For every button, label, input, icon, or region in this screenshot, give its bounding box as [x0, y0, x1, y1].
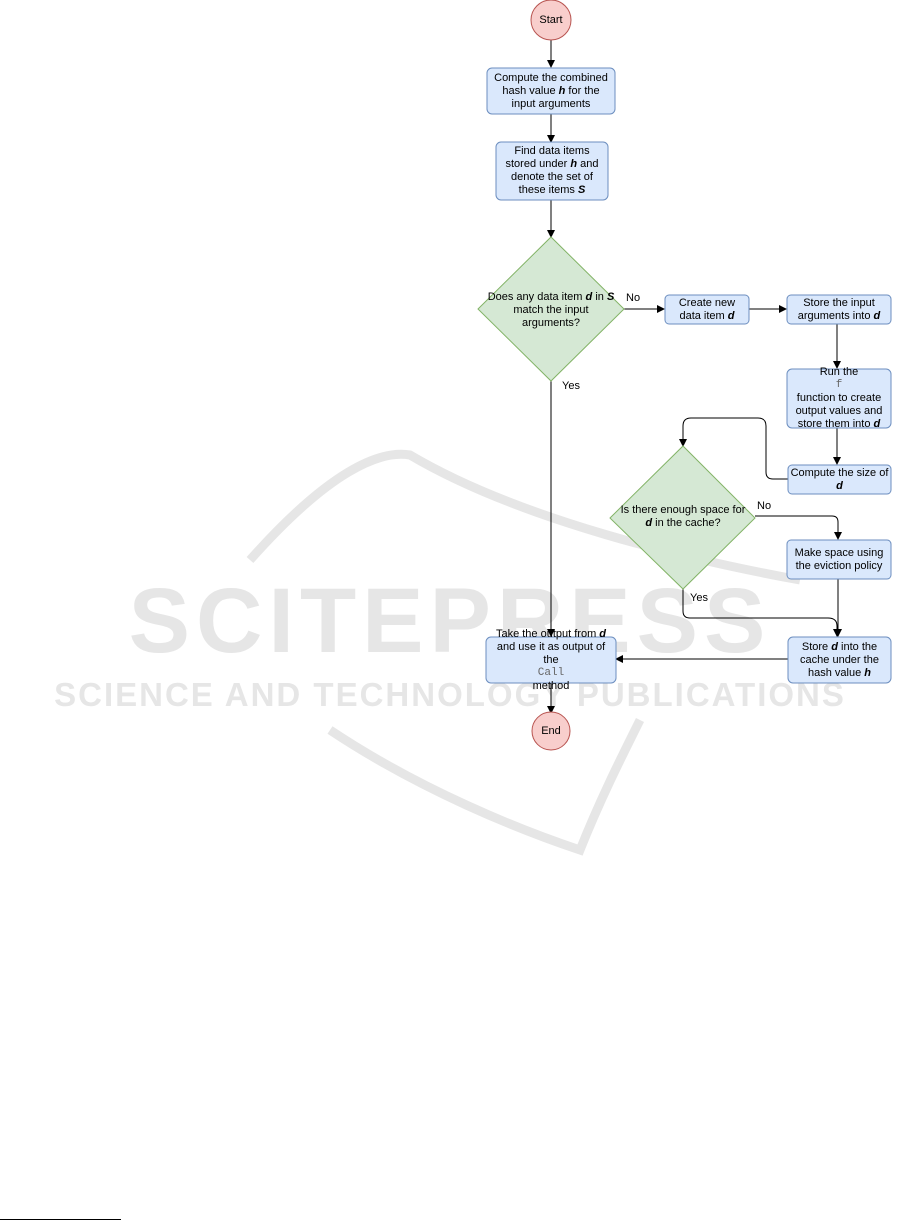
edge-space-no-to-make-space — [755, 515, 842, 540]
decision-match-label: Does any data item d in S match the inpu… — [487, 290, 615, 329]
edge-label-match-yes: Yes — [562, 380, 580, 392]
decision-space-label: Is there enough space for d in the cache… — [620, 504, 746, 529]
make-space-box — [786, 539, 892, 580]
compute-size-box — [787, 464, 892, 495]
make-space-label: Make space using the eviction policy — [794, 546, 884, 572]
store-args-label: Store the input arguments into d — [797, 296, 881, 322]
store-cache-label: Store d into the cache under the hash va… — [800, 640, 879, 679]
footnote-rule — [0, 1219, 121, 1220]
create-item-box — [664, 294, 750, 325]
start-label: Start — [539, 13, 563, 26]
end-terminal — [531, 711, 571, 751]
edge-label-match-no: No — [626, 292, 641, 304]
edge-label-space-yes: Yes — [690, 592, 708, 604]
decision-space-diamond — [609, 445, 756, 590]
compute-hash-label: Compute the combined hash value h for th… — [494, 71, 608, 110]
edges — [547, 40, 842, 714]
compute-size-label: Compute the size of d — [790, 466, 889, 492]
run-function-label: Run the f function to create output valu… — [795, 366, 883, 430]
start-terminal — [530, 0, 572, 41]
take-output-box — [485, 636, 617, 684]
edge-size-to-decision-space — [679, 417, 788, 480]
compute-hash-box — [486, 67, 616, 115]
edge-space-yes-to-store-cache — [682, 589, 841, 637]
end-label: End — [541, 724, 561, 737]
find-items-label: Find data items stored under h and denot… — [505, 145, 599, 196]
decision-match-diamond — [477, 236, 625, 382]
edge-label-space-no: No — [757, 500, 772, 512]
run-function-box — [786, 368, 892, 429]
store-cache-box — [787, 636, 892, 684]
create-item-label: Create new data item d — [678, 296, 736, 322]
store-args-box — [786, 294, 892, 325]
find-items-box — [495, 141, 609, 201]
take-output-label: Take the output from d and use it as out… — [495, 627, 607, 692]
